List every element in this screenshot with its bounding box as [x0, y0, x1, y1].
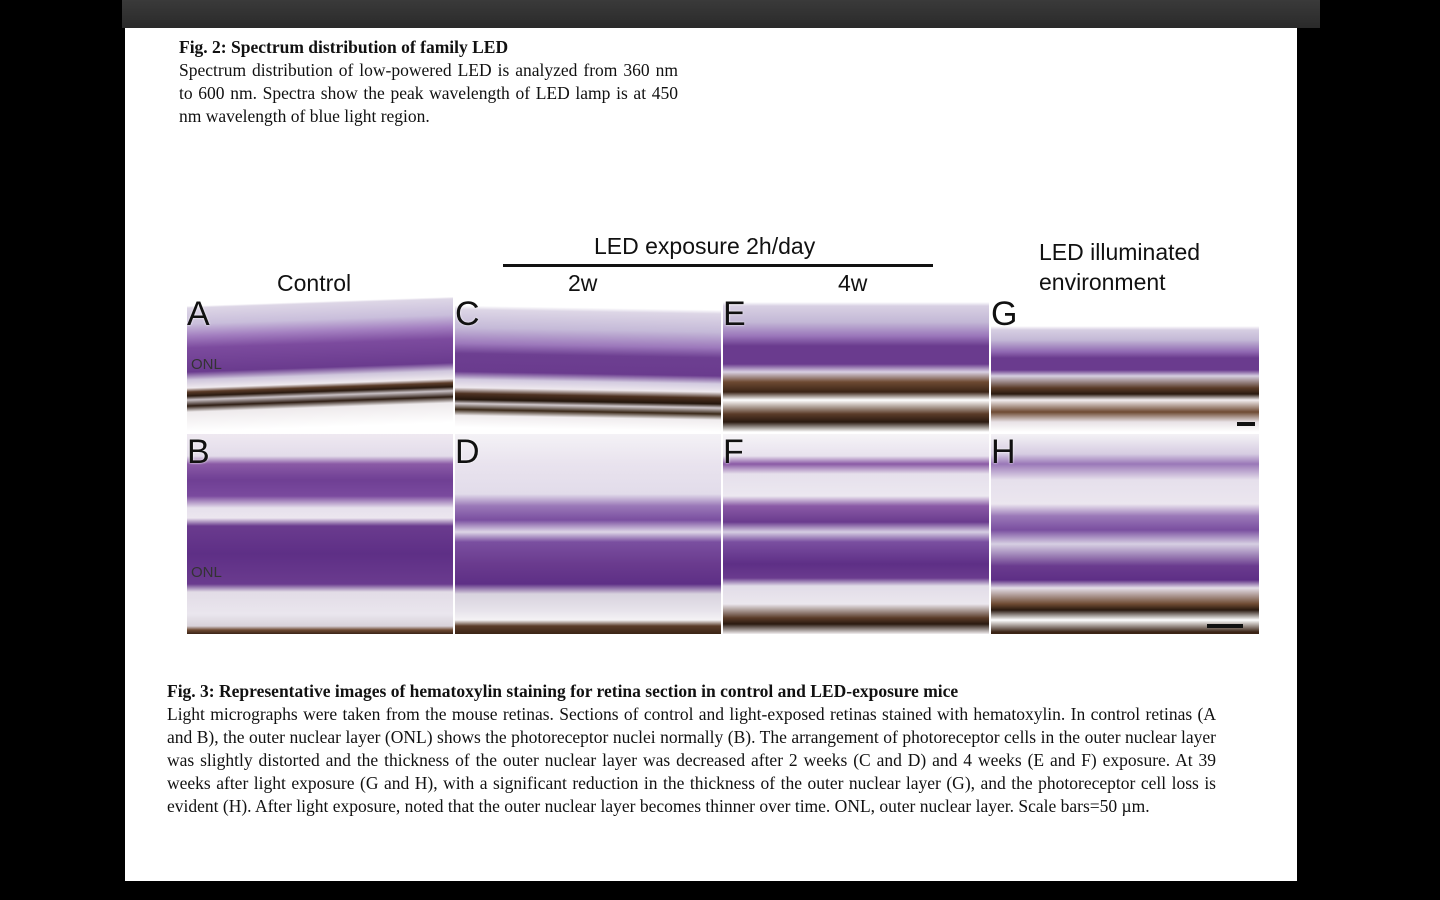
panel-label-F: F — [723, 434, 744, 471]
panel-A: A ONL — [187, 296, 453, 432]
onl-label-B: ONL — [191, 564, 222, 581]
panel-label-C: C — [455, 296, 480, 333]
scale-bar-top — [1237, 422, 1255, 426]
fig2-title: Fig. 2: Spectrum distribution of family … — [179, 37, 509, 57]
onl-label-A: ONL — [191, 356, 222, 373]
panel-label-E: E — [723, 296, 746, 333]
panel-C: C — [455, 296, 721, 432]
panel-H: H — [991, 434, 1259, 634]
panel-label-A: A — [187, 296, 210, 333]
header-2w: 2w — [568, 270, 598, 296]
fig2-caption: Fig. 2: Spectrum distribution of family … — [179, 36, 678, 128]
document-page: Fig. 2: Spectrum distribution of family … — [125, 28, 1297, 881]
header-led-exposure: LED exposure 2h/day — [594, 233, 816, 259]
fig3-title: Fig. 3: Representative images of hematox… — [167, 681, 959, 701]
fig3-body: Light micrographs were taken from the mo… — [167, 704, 1216, 816]
panel-label-G: G — [991, 296, 1018, 333]
scale-bar-bottom — [1207, 624, 1243, 628]
panel-D: D — [455, 434, 721, 634]
header-env-line1: LED illuminated — [1039, 239, 1201, 265]
header-env-line2: environment — [1039, 269, 1166, 295]
header-4w: 4w — [838, 270, 868, 296]
panel-label-H: H — [991, 434, 1016, 471]
slide-top-bar — [122, 0, 1320, 28]
panel-B: B ONL — [187, 434, 453, 634]
fig2-body: Spectrum distribution of low-powered LED… — [179, 60, 678, 126]
panel-E: E — [723, 296, 989, 432]
header-control: Control — [277, 270, 352, 296]
panel-F: F — [723, 434, 989, 634]
panel-label-D: D — [455, 434, 480, 471]
header-bracket-line — [503, 264, 933, 267]
fig3-caption: Fig. 3: Representative images of hematox… — [167, 680, 1216, 818]
panel-label-B: B — [187, 434, 210, 471]
panel-G: G — [991, 296, 1259, 432]
